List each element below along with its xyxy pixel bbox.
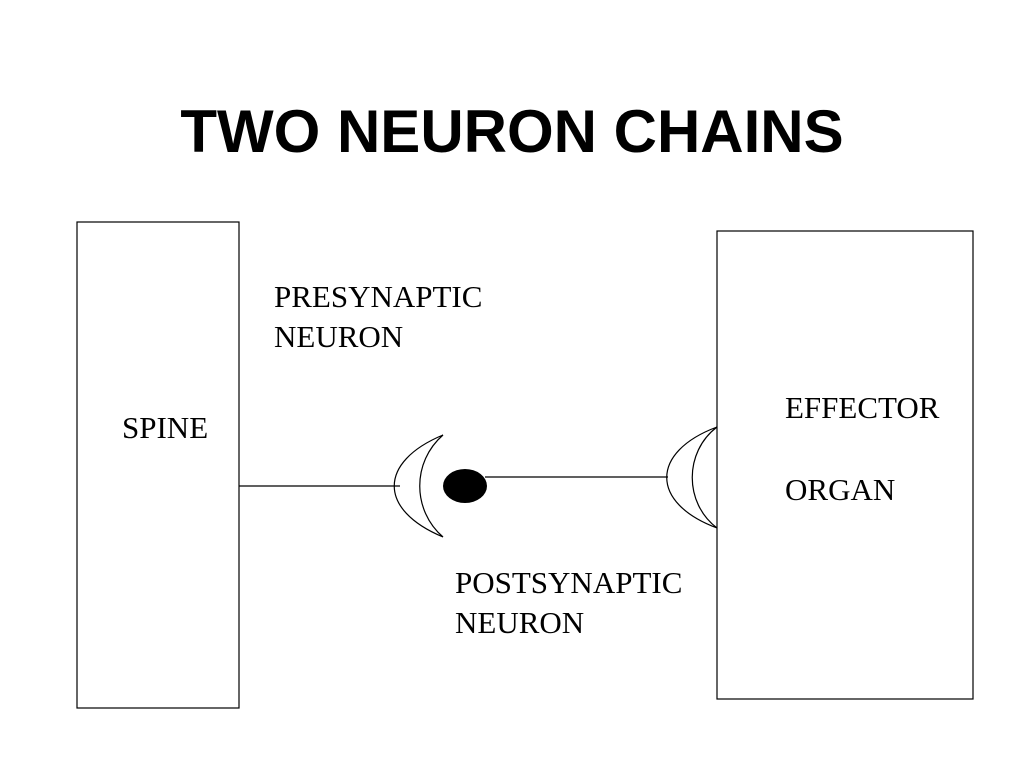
synapse-crescent-1	[393, 434, 444, 538]
slide-title: TWO NEURON CHAINS	[180, 98, 844, 165]
spine-label: SPINE	[122, 410, 209, 445]
presynaptic-label-line2: NEURON	[274, 319, 404, 354]
postsynaptic-label-line2: NEURON	[455, 605, 585, 640]
effector-label-line2: ORGAN	[785, 472, 896, 507]
effector-label-line1: EFFECTOR	[785, 390, 940, 425]
effector-organ-box	[716, 230, 974, 700]
spine-box	[76, 221, 240, 709]
postsynaptic-label-line1: POSTSYNAPTIC	[455, 565, 683, 600]
postsynaptic-cell-body	[443, 469, 487, 503]
presynaptic-label-line1: PRESYNAPTIC	[274, 279, 483, 314]
synapse-crescent-2	[666, 426, 718, 529]
